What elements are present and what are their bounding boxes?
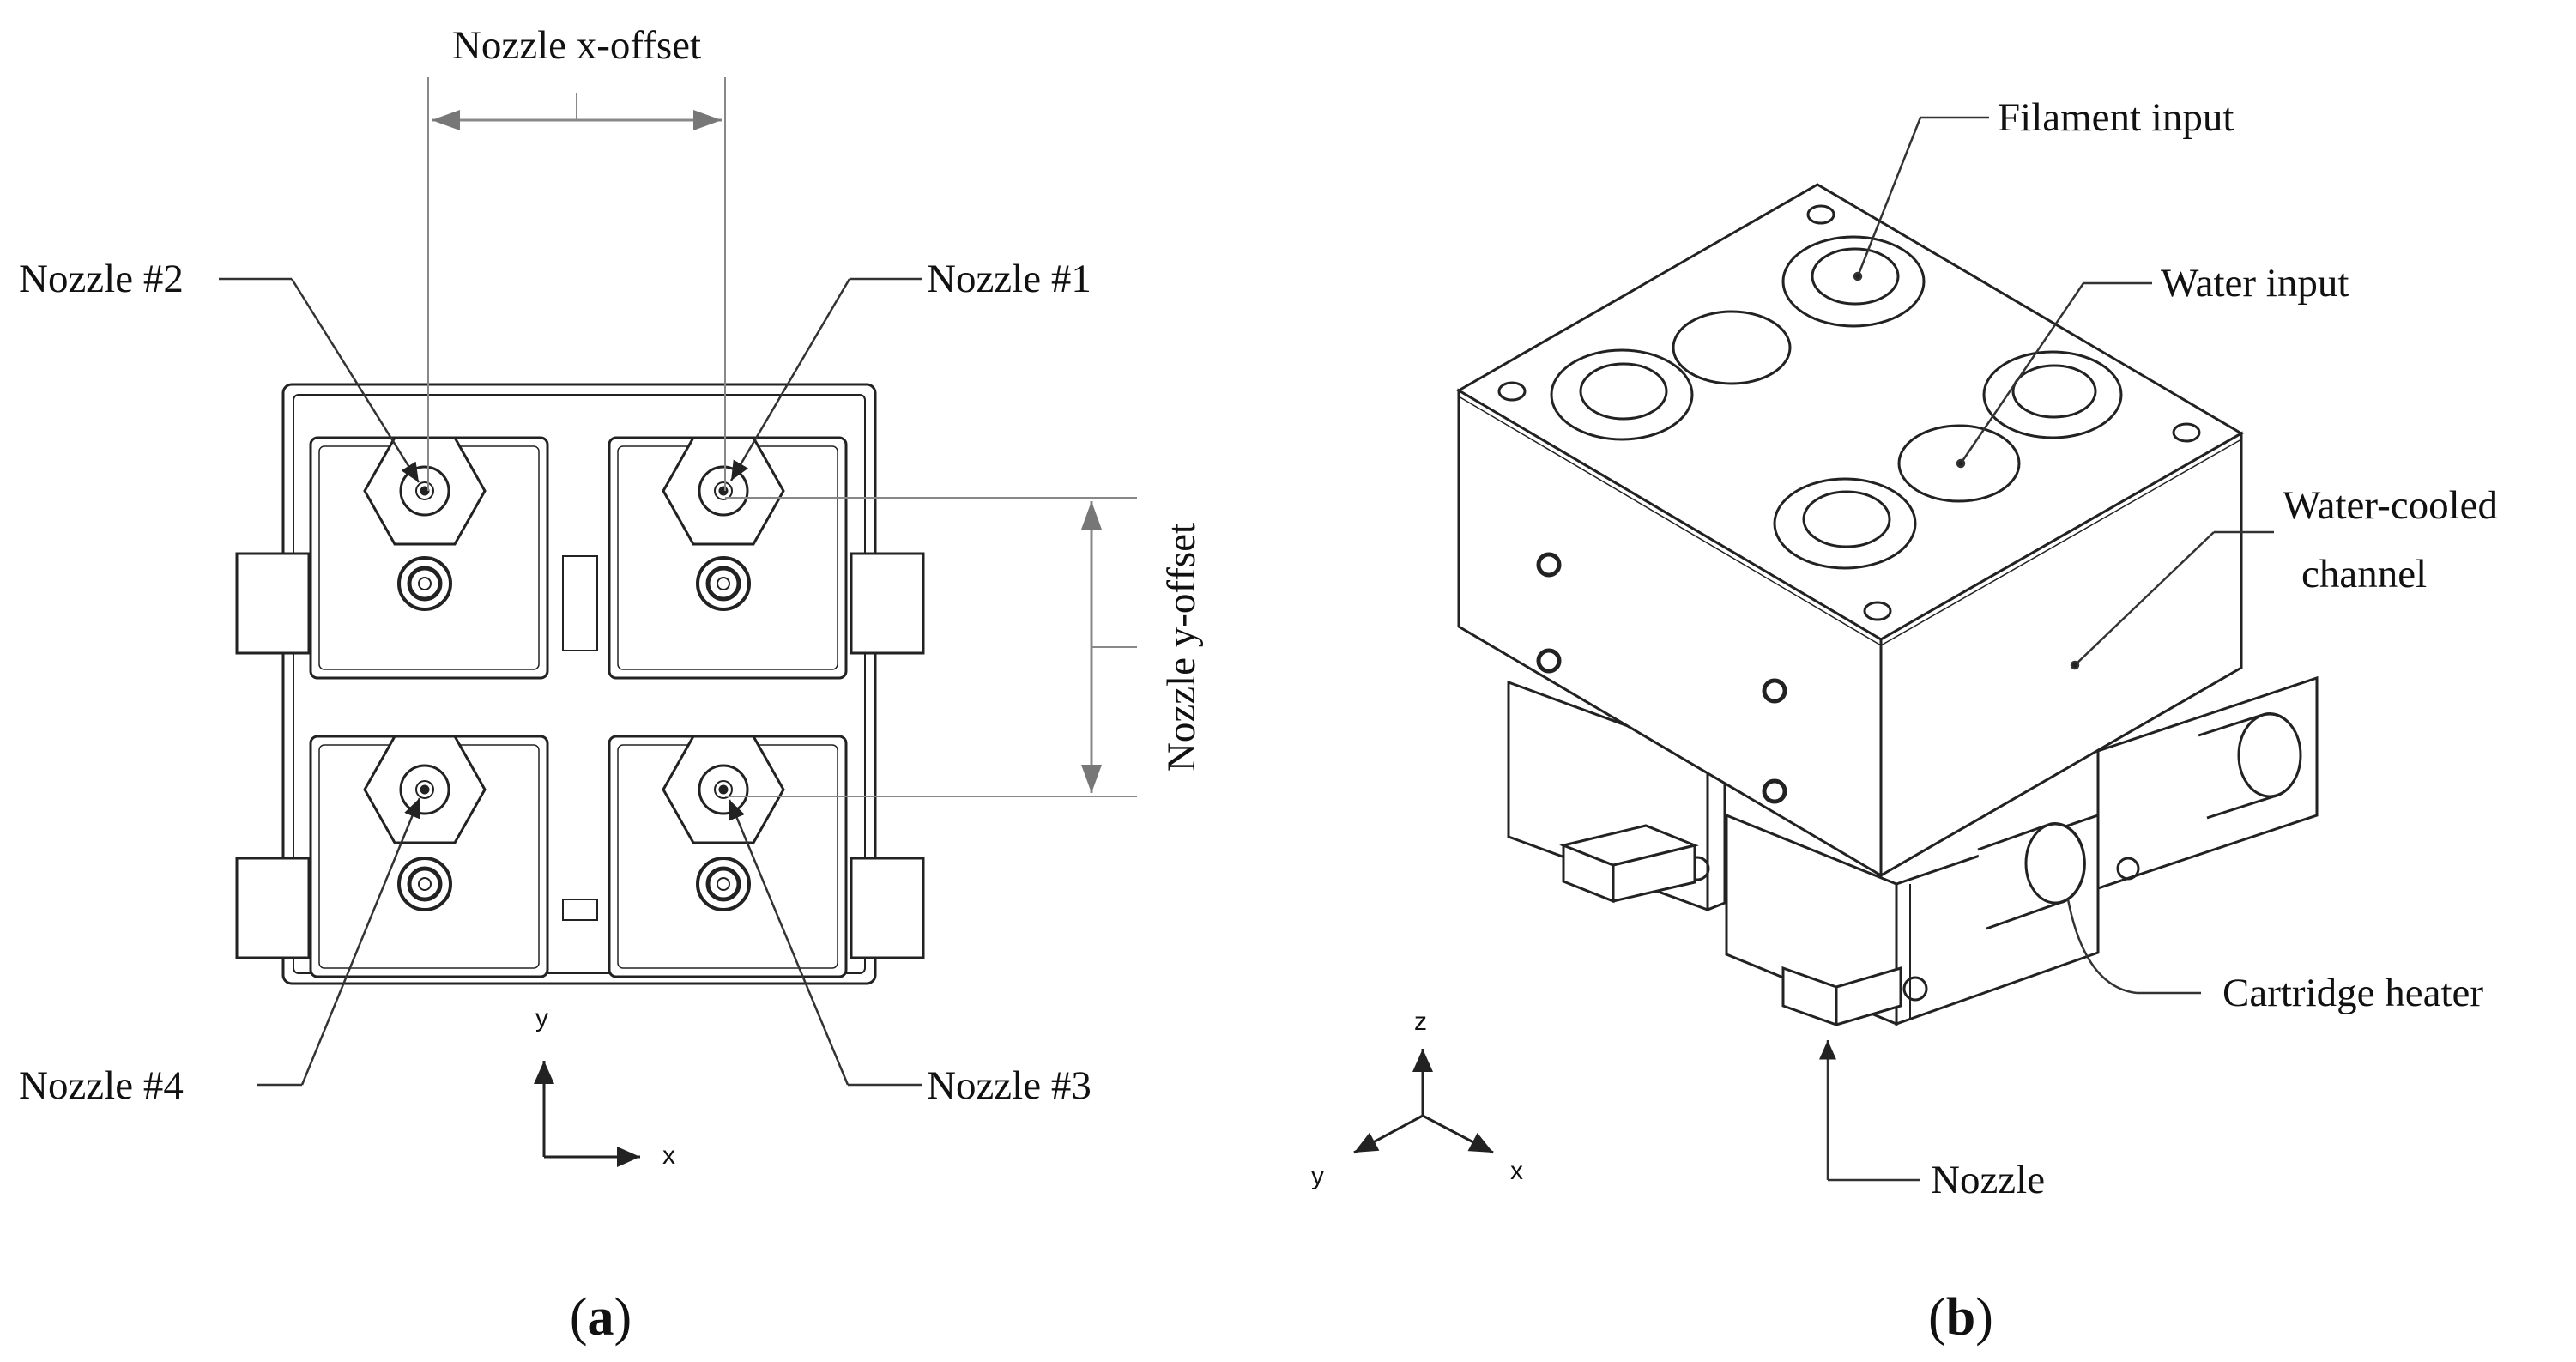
side-tab-left-bottom xyxy=(235,857,311,959)
nozzle-1-hex xyxy=(662,436,785,546)
axis-b-y: y xyxy=(1311,1162,1324,1190)
caption-a: (a) xyxy=(570,1288,632,1347)
port-right-outer xyxy=(1982,350,2123,439)
caption-b-letter: b xyxy=(1946,1288,1975,1347)
label-nozzle-1: Nozzle #1 xyxy=(927,257,1091,301)
leader-nozzle-2 xyxy=(219,277,420,483)
label-filament-input: Filament input xyxy=(1998,95,2234,140)
label-nozzle-x-offset: Nozzle x-offset xyxy=(452,23,701,68)
leader-nozzle xyxy=(1819,1040,1920,1182)
panel-b-leaders xyxy=(1819,116,2274,1182)
center-tab-top xyxy=(562,555,598,651)
label-nozzle-y-offset: Nozzle y-offset xyxy=(1159,523,1204,772)
cartridge-heater-front xyxy=(1977,822,2086,930)
cartridge-heater-right xyxy=(2198,712,2302,820)
label-nozzle-4: Nozzle #4 xyxy=(19,1063,184,1108)
nozzle-2-hex xyxy=(363,436,487,546)
leader-water-cooled-channel xyxy=(2070,530,2274,670)
caption-b: (b) xyxy=(1928,1288,1993,1347)
axis-b-x: x xyxy=(1510,1157,1523,1185)
label-cartridge-heater: Cartridge heater xyxy=(2222,971,2483,1015)
filament-input-port xyxy=(1781,235,1926,328)
svg-text:(a): (a) xyxy=(570,1288,632,1347)
side-screws xyxy=(1536,552,1787,804)
side-tab-right-bottom xyxy=(850,857,925,959)
port-left-outer xyxy=(1550,348,1694,441)
label-nozzle-2: Nozzle #2 xyxy=(19,257,184,301)
side-tab-left-top xyxy=(235,552,311,655)
leader-filament-input xyxy=(1853,116,1989,281)
socket-screw-4 xyxy=(397,857,452,911)
axis-a-x: x xyxy=(662,1141,675,1170)
nozzle-4-hex xyxy=(363,735,487,844)
top-face-ports xyxy=(1497,204,2201,621)
leader-water-input xyxy=(1956,281,2152,469)
leader-cartridge-heater xyxy=(2066,899,2201,995)
panel-a-leaders xyxy=(219,277,922,1087)
caption-a-letter: a xyxy=(588,1288,614,1347)
axis-b-z: z xyxy=(1414,1008,1427,1036)
panel-b-isometric-view xyxy=(1456,183,2319,1027)
leader-nozzle-4 xyxy=(257,797,421,1087)
port-left-plain xyxy=(1672,310,1792,385)
label-nozzle-3: Nozzle #3 xyxy=(927,1063,1091,1108)
frame-outer xyxy=(281,383,877,985)
x-offset-dimension xyxy=(427,77,726,491)
label-nozzle: Nozzle xyxy=(1931,1158,2045,1202)
panel-a-axis-triad xyxy=(534,1061,640,1167)
panel-b-axis-triad xyxy=(1353,1049,1494,1154)
socket-screw-3 xyxy=(696,857,751,911)
y-offset-dimension xyxy=(725,497,1137,797)
leader-nozzle-1 xyxy=(729,277,922,481)
frame-inner xyxy=(293,394,866,974)
socket-screw-2 xyxy=(397,556,452,611)
svg-text:(b): (b) xyxy=(1928,1288,1993,1347)
panel-a-top-view xyxy=(235,383,925,985)
side-tab-right-top xyxy=(850,552,925,655)
socket-screw-1 xyxy=(696,556,751,611)
label-water-cooled: Water-cooled xyxy=(2283,483,2498,528)
axis-a-y: y xyxy=(535,1004,548,1032)
nozzle-3-hex xyxy=(662,735,785,844)
label-channel: channel xyxy=(2301,552,2427,596)
center-bridge-bottom xyxy=(562,899,598,921)
leader-nozzle-3 xyxy=(728,799,922,1087)
label-water-input: Water input xyxy=(2161,261,2349,306)
